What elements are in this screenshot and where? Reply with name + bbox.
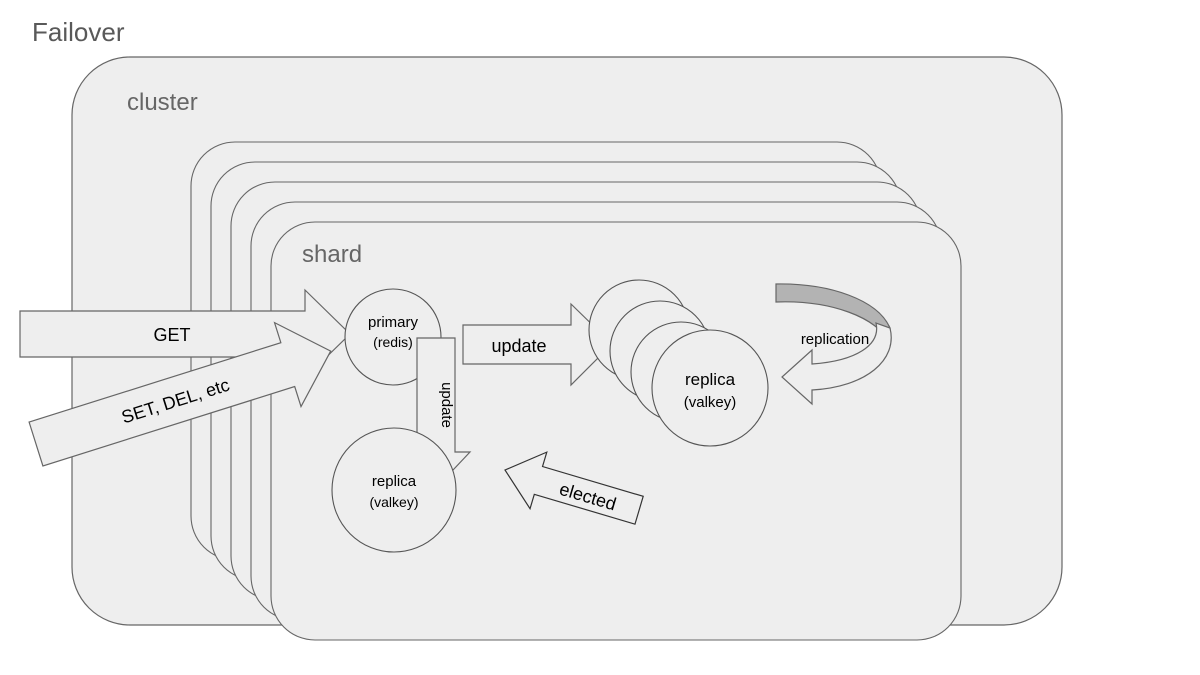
update-right-arrow: update [462,302,613,387]
update-down-arrow-label: update [438,382,455,428]
cluster-label: cluster [127,89,198,116]
replication-arrow-label: replication [801,331,869,348]
get-arrow-label: GET [153,325,190,345]
elected-arrow: elected [504,451,644,525]
replica-stack-circle-front[interactable] [651,329,769,447]
shard-card-front [270,221,962,641]
primary-node-label: primary [368,314,419,331]
page-title: Failover [32,17,125,47]
replica-stack-engine: (valkey) [684,394,737,411]
primary-node-engine: (redis) [373,334,413,350]
shard-label: shard [302,241,362,268]
write-arrow-shape [28,321,332,467]
replication-arrow: replication [775,283,892,406]
update-right-arrow-label: update [491,336,546,356]
elected-arrow-shape [504,451,644,525]
replica-bottom-node[interactable]: replica (valkey) [331,427,457,553]
replica-bottom-circle[interactable] [331,427,457,553]
replica-bottom-engine: (valkey) [369,494,418,510]
replica-stack-label: replica [685,370,736,389]
update-right-arrow-shape [462,302,613,387]
replication-arrow-head [781,322,892,406]
replica-stack[interactable]: replica (valkey) [588,279,769,447]
replica-bottom-label: replica [372,473,417,490]
